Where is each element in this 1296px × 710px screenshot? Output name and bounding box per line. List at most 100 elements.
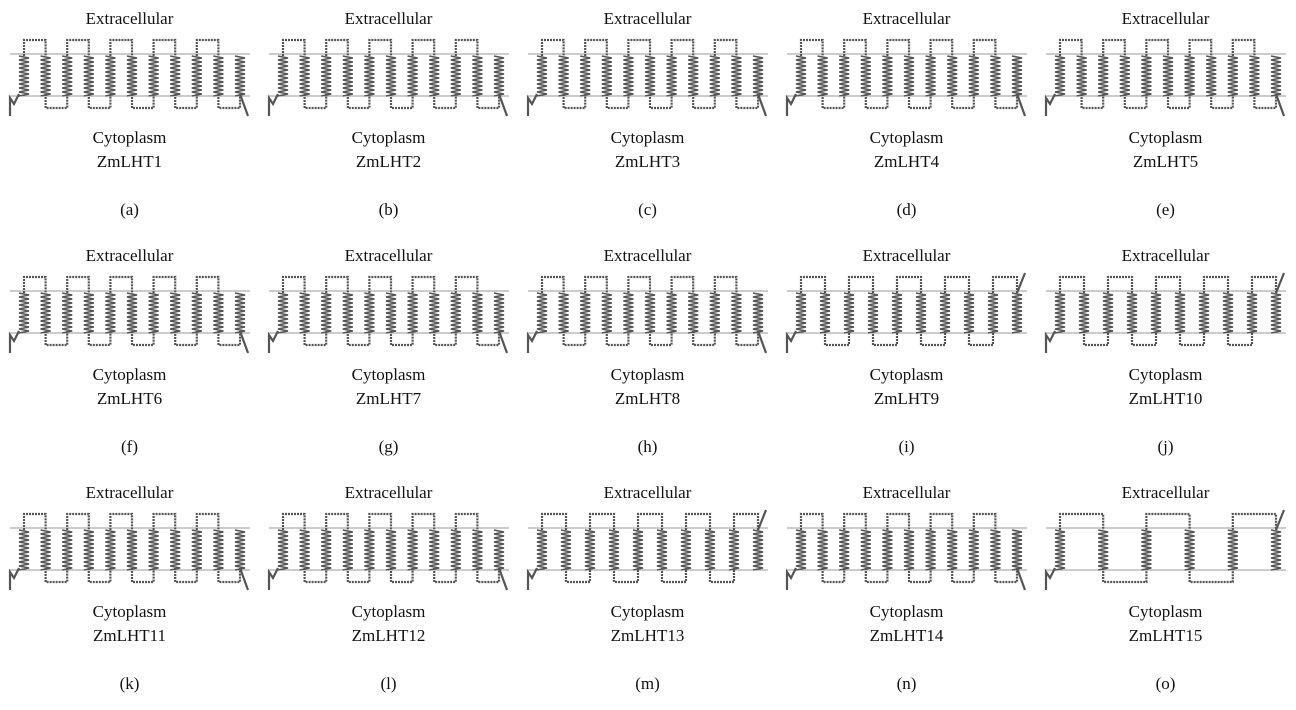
- extracellular-loop: [799, 38, 824, 56]
- panel-letter-label: (b): [378, 200, 399, 219]
- extracellular-loop: [454, 38, 479, 56]
- transmembrane-helix: [752, 55, 764, 97]
- transmembrane-helix: [321, 292, 332, 334]
- transmembrane-helix: [536, 292, 548, 334]
- extracellular-loop: [195, 512, 220, 530]
- cytoplasmic-loop: [967, 331, 995, 347]
- extracellular-loop: [540, 38, 565, 56]
- extracellular-loop: [1154, 275, 1182, 293]
- transmembrane-helix: [947, 55, 958, 97]
- transmembrane-helix: [18, 529, 30, 571]
- cytoplasmic-loop: [87, 568, 112, 584]
- cytoplasmic-loop: [612, 568, 640, 584]
- transmembrane-helix: [429, 529, 440, 571]
- cytoplasmic-loop: [821, 568, 846, 584]
- transmembrane-helix: [40, 529, 51, 571]
- extracellular-loop: [1058, 512, 1105, 530]
- membrane-topology-diagram: [526, 275, 768, 354]
- extracellular-loop: [152, 512, 177, 530]
- cytoplasmic-loop: [864, 94, 889, 110]
- cytoplasmic-loop: [433, 568, 457, 584]
- c-terminus-tail: [756, 93, 768, 117]
- cytoplasmic-loop: [303, 94, 328, 110]
- transmembrane-helix: [62, 529, 73, 571]
- transmembrane-helix: [584, 529, 596, 571]
- transmembrane-helix: [1011, 292, 1023, 334]
- cytoplasmic-loop: [433, 331, 457, 347]
- transmembrane-helix: [1102, 292, 1114, 334]
- transmembrane-helix: [472, 292, 483, 334]
- cytoplasmic-loop: [1080, 94, 1105, 110]
- cytoplasmic-loop: [1130, 331, 1158, 347]
- transmembrane-helix: [277, 529, 289, 571]
- cytoplasmic-loop: [648, 331, 673, 347]
- c-terminus-tail: [497, 93, 509, 117]
- cytoplasmic-loop: [708, 568, 736, 584]
- cytoplasmic-loop: [1102, 568, 1148, 584]
- cytoplasmic-loop: [303, 331, 328, 347]
- membrane-topology-diagram: [267, 512, 509, 591]
- cytoplasmic-loop: [907, 94, 932, 110]
- extracellular-loop: [1231, 38, 1256, 56]
- cytoplasmic-loop: [476, 94, 501, 110]
- cytoplasmic-loop: [1226, 331, 1254, 347]
- transmembrane-helix: [126, 529, 138, 571]
- transmembrane-helix: [990, 55, 1001, 97]
- transmembrane-helix: [860, 529, 871, 571]
- transmembrane-helix: [493, 529, 505, 571]
- cytoplasmic-loop: [648, 94, 673, 110]
- extracellular-loop: [411, 275, 436, 293]
- transmembrane-helix: [18, 55, 30, 97]
- transmembrane-helix: [963, 292, 975, 334]
- transmembrane-helix: [882, 55, 893, 97]
- transmembrane-helix: [558, 55, 569, 97]
- transmembrane-helix: [191, 55, 202, 97]
- membrane-topology-diagram: [1044, 38, 1286, 117]
- cytoplasm-label: Cytoplasm: [1128, 602, 1203, 621]
- transmembrane-helix: [644, 55, 656, 97]
- extracellular-label: Extracellular: [344, 9, 433, 28]
- panel-letter-label: (c): [638, 200, 657, 219]
- transmembrane-helix: [1270, 292, 1282, 334]
- membrane-topology-diagram: [785, 38, 1027, 117]
- extracellular-loop: [22, 38, 47, 56]
- transmembrane-helix: [608, 529, 620, 571]
- membrane-topology-diagram: [785, 512, 1027, 591]
- c-terminus-tail: [1274, 93, 1286, 117]
- transmembrane-helix: [925, 529, 936, 571]
- membrane-topology-diagram: [8, 512, 250, 591]
- protein-name-label: ZmLHT2: [355, 152, 422, 171]
- extracellular-loop: [1102, 38, 1126, 56]
- transmembrane-helix: [191, 292, 202, 334]
- c-terminus-tail: [1015, 567, 1027, 591]
- transmembrane-helix: [867, 292, 879, 334]
- transmembrane-helix: [817, 55, 828, 97]
- extracellular-loop: [670, 275, 695, 293]
- transmembrane-helix: [795, 529, 807, 571]
- panel-letter-label: (h): [637, 437, 658, 456]
- cytoplasm-label: Cytoplasm: [610, 365, 685, 384]
- cytoplasmic-loop: [87, 331, 112, 347]
- membrane-topology-diagram: [526, 509, 768, 590]
- transmembrane-helix: [632, 529, 644, 571]
- n-terminus-tail: [526, 93, 538, 116]
- cytoplasmic-loop: [174, 331, 198, 347]
- transmembrane-helix: [1206, 55, 1217, 97]
- cytoplasmic-loop: [217, 331, 242, 347]
- transmembrane-helix: [915, 292, 927, 334]
- transmembrane-helix: [644, 292, 656, 334]
- transmembrane-helix: [795, 55, 807, 97]
- protein-name-label: ZmLHT5: [1132, 152, 1199, 171]
- extracellular-loop: [281, 275, 306, 293]
- transmembrane-helix: [947, 529, 958, 571]
- extracellular-label: Extracellular: [344, 246, 433, 265]
- transmembrane-helix: [819, 292, 831, 334]
- extracellular-loop: [1145, 512, 1191, 530]
- transmembrane-helix: [170, 292, 181, 334]
- n-terminus-tail: [785, 93, 797, 116]
- extracellular-loop: [66, 275, 90, 293]
- transmembrane-helix: [1249, 55, 1260, 97]
